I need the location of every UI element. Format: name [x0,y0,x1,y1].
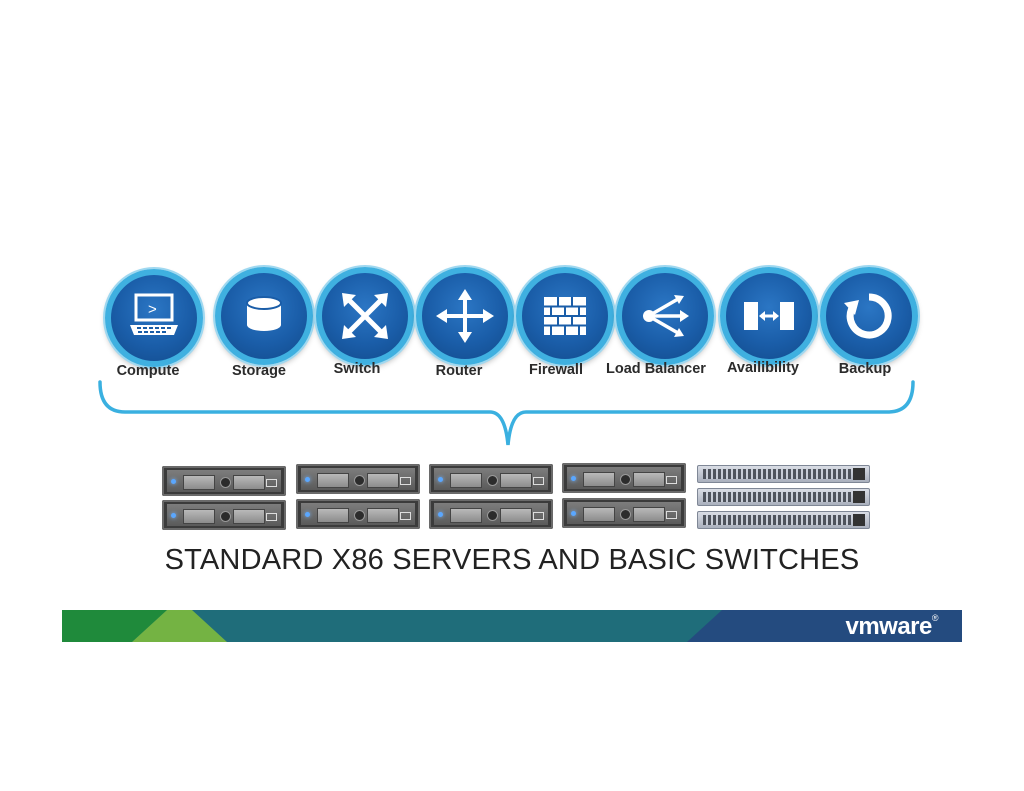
laptop-icon: > [130,293,178,335]
firewall-circle [516,267,614,365]
server-unit [162,500,286,530]
footer-color-stripes [62,610,962,642]
caption-text: STANDARD X86 SERVERS AND BASIC SWITCHES [164,544,860,576]
service-label-compute: Compute [116,363,180,379]
backup-circle [820,267,918,365]
server-unit [162,466,286,496]
brick-wall-icon [544,297,586,335]
server-unit [562,463,686,493]
vmware-logo: vmware® [845,613,938,640]
switch-circle [316,267,414,365]
server-unit [429,499,553,529]
service-icon-row: > Compute Storage [105,267,918,379]
service-label-switch: Switch [333,361,381,377]
network-switch-unit [697,465,870,483]
refresh-icon [844,293,892,339]
service-label-load-balancer: Load Balancer [606,361,706,377]
network-switch-unit [697,511,870,529]
storage-circle [215,267,313,365]
load-balancer-circle [616,267,714,365]
share-arrows-icon [643,295,689,337]
switch-arrows-icon [342,293,388,339]
server-unit [296,499,420,529]
svg-text:>: > [148,301,157,318]
service-label-storage: Storage [232,363,286,379]
service-label-router: Router [435,363,483,379]
service-label-backup: Backup [838,361,892,377]
availibility-circle [720,267,818,365]
server-unit [296,464,420,494]
router-arrows-icon [436,289,494,343]
router-circle [416,267,514,365]
footer-bar: vmware® [62,610,962,642]
server-unit [429,464,553,494]
server-unit [562,498,686,528]
compute-circle: > [105,269,203,367]
database-icon [246,296,282,331]
service-label-availibility: Availibility [727,360,799,376]
bidirectional-arrow-icon [744,302,794,330]
service-label-firewall: Firewall [529,362,583,378]
network-switch-unit [697,488,870,506]
grouping-brace [98,380,915,446]
